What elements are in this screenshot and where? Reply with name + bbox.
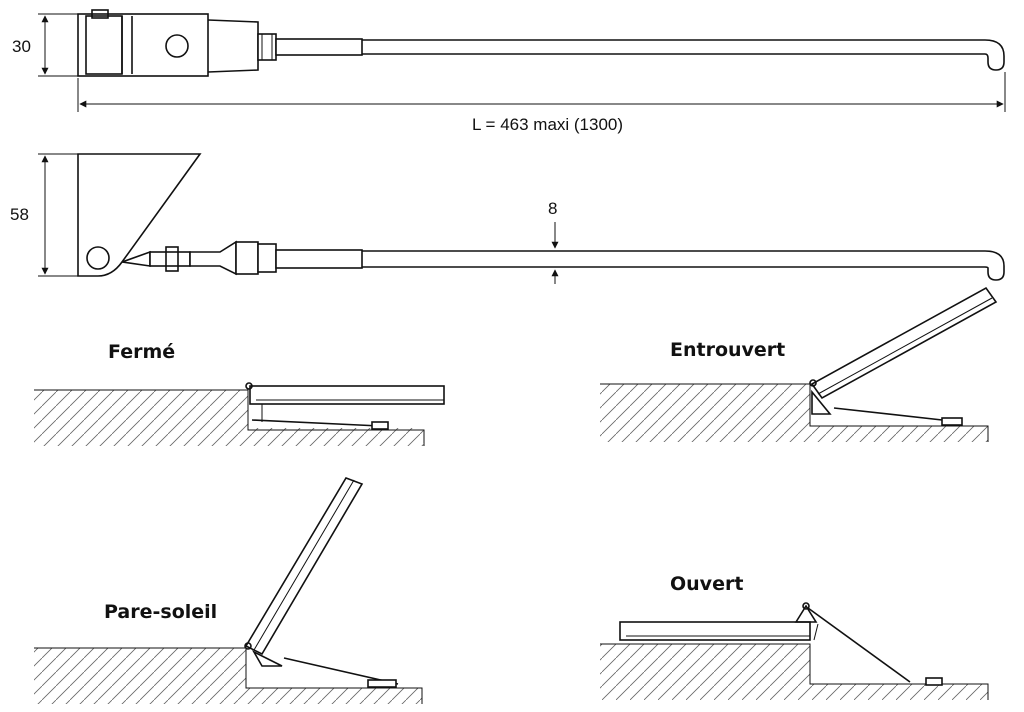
label-sunshade: Pare-soleil: [104, 601, 217, 623]
position-closed: Fermé: [34, 341, 445, 446]
label-open: Ouvert: [670, 573, 743, 595]
side-view: 58 8: [10, 153, 1005, 284]
position-ajar: Entrouvert: [600, 286, 998, 442]
top-view: 30 L = 463 maxi (1300): [12, 9, 1006, 134]
label-closed: Fermé: [108, 341, 175, 363]
position-sunshade: Pare-soleil: [34, 477, 423, 704]
dim-height-side: 58: [10, 205, 29, 224]
dim-height-top: 30: [12, 37, 31, 56]
dim-rod-diameter: 8: [548, 199, 557, 218]
dim-length: L = 463 maxi (1300): [472, 115, 623, 134]
position-open: Ouvert: [600, 573, 989, 700]
label-ajar: Entrouvert: [670, 339, 785, 361]
